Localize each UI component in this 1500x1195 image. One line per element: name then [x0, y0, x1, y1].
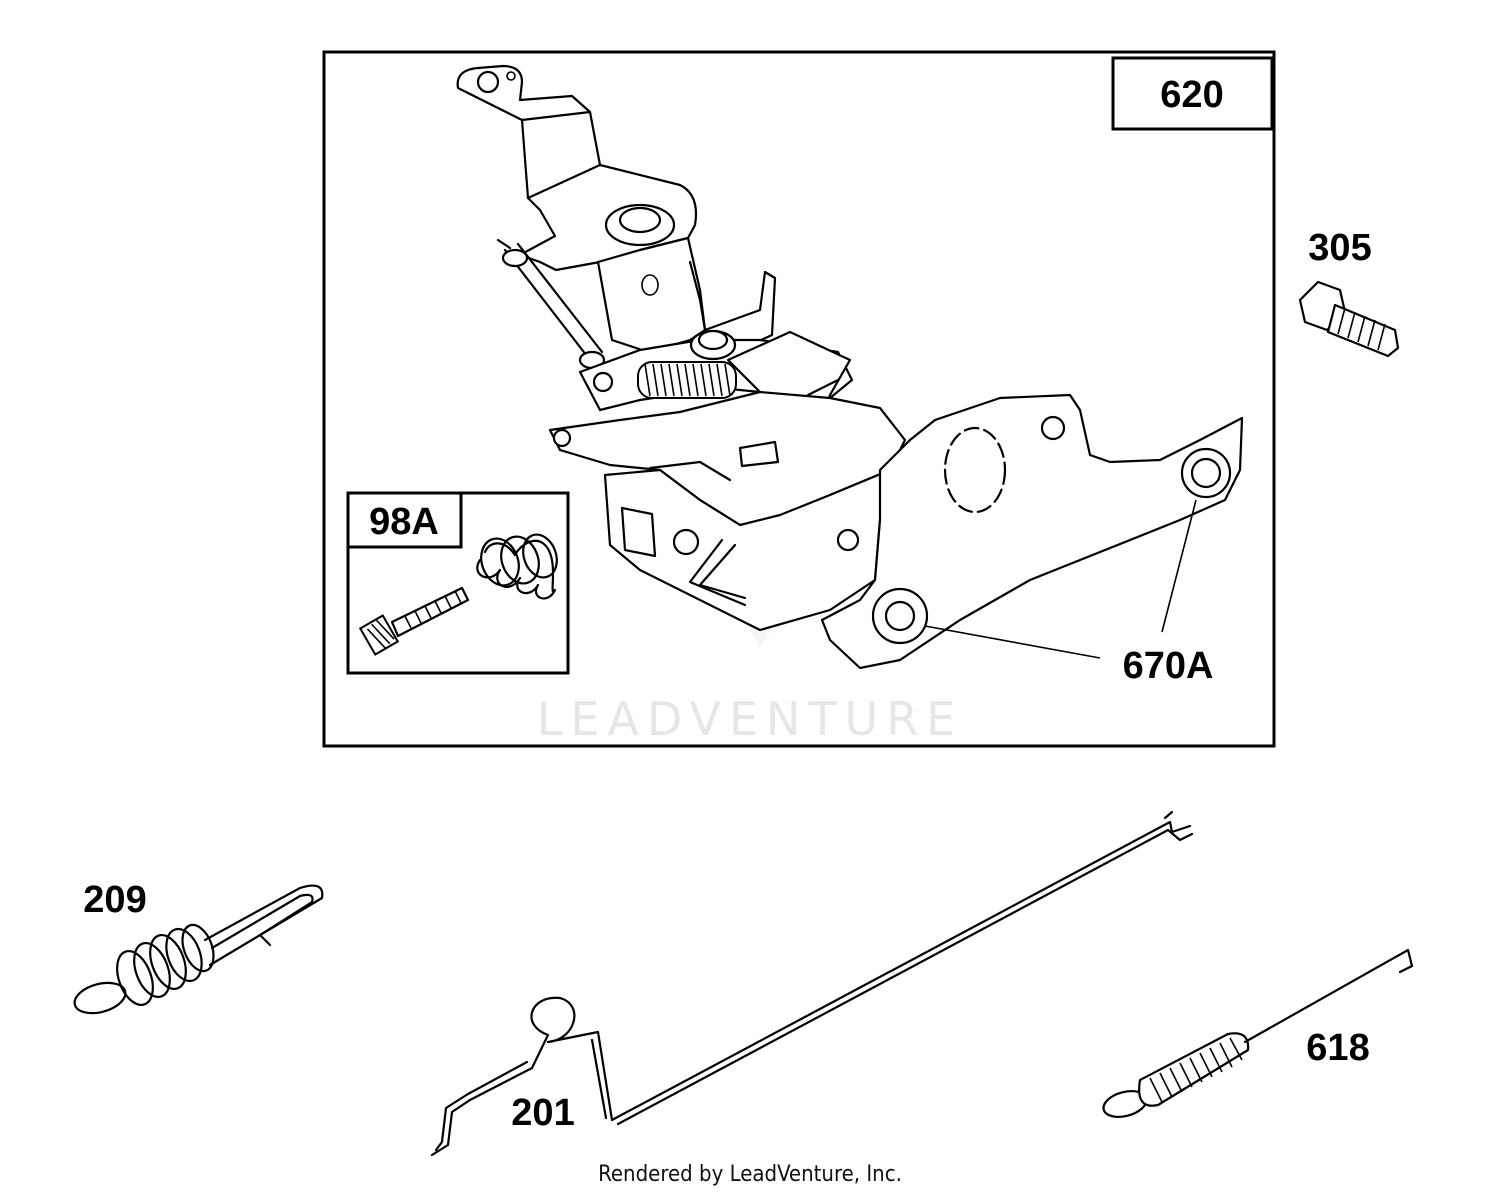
footer-credit: Rendered by LeadVenture, Inc. — [598, 1162, 902, 1187]
spring-618 — [1102, 948, 1414, 1119]
control-bracket-drawing — [456, 64, 1244, 670]
callout-620[interactable]: 620 — [1160, 74, 1223, 116]
leader-line-670a — [924, 499, 1197, 659]
callout-201[interactable]: 201 — [511, 1092, 574, 1134]
callout-618[interactable]: 618 — [1306, 1027, 1369, 1069]
callout-670a[interactable]: 670A — [1123, 645, 1214, 687]
spring-209 — [73, 884, 324, 1015]
callout-box-620 — [1111, 56, 1274, 131]
callout-209[interactable]: 209 — [83, 879, 146, 921]
callout-305[interactable]: 305 — [1308, 227, 1371, 269]
rod-201 — [430, 810, 1194, 1157]
bolt-305 — [1298, 280, 1400, 358]
idle-screw-and-spring — [358, 533, 558, 656]
callout-98a[interactable]: 98A — [369, 501, 439, 543]
governor-spring — [637, 361, 737, 399]
watermark-text: LEADVENTURE — [537, 692, 964, 746]
callout-box-98a — [346, 491, 463, 549]
